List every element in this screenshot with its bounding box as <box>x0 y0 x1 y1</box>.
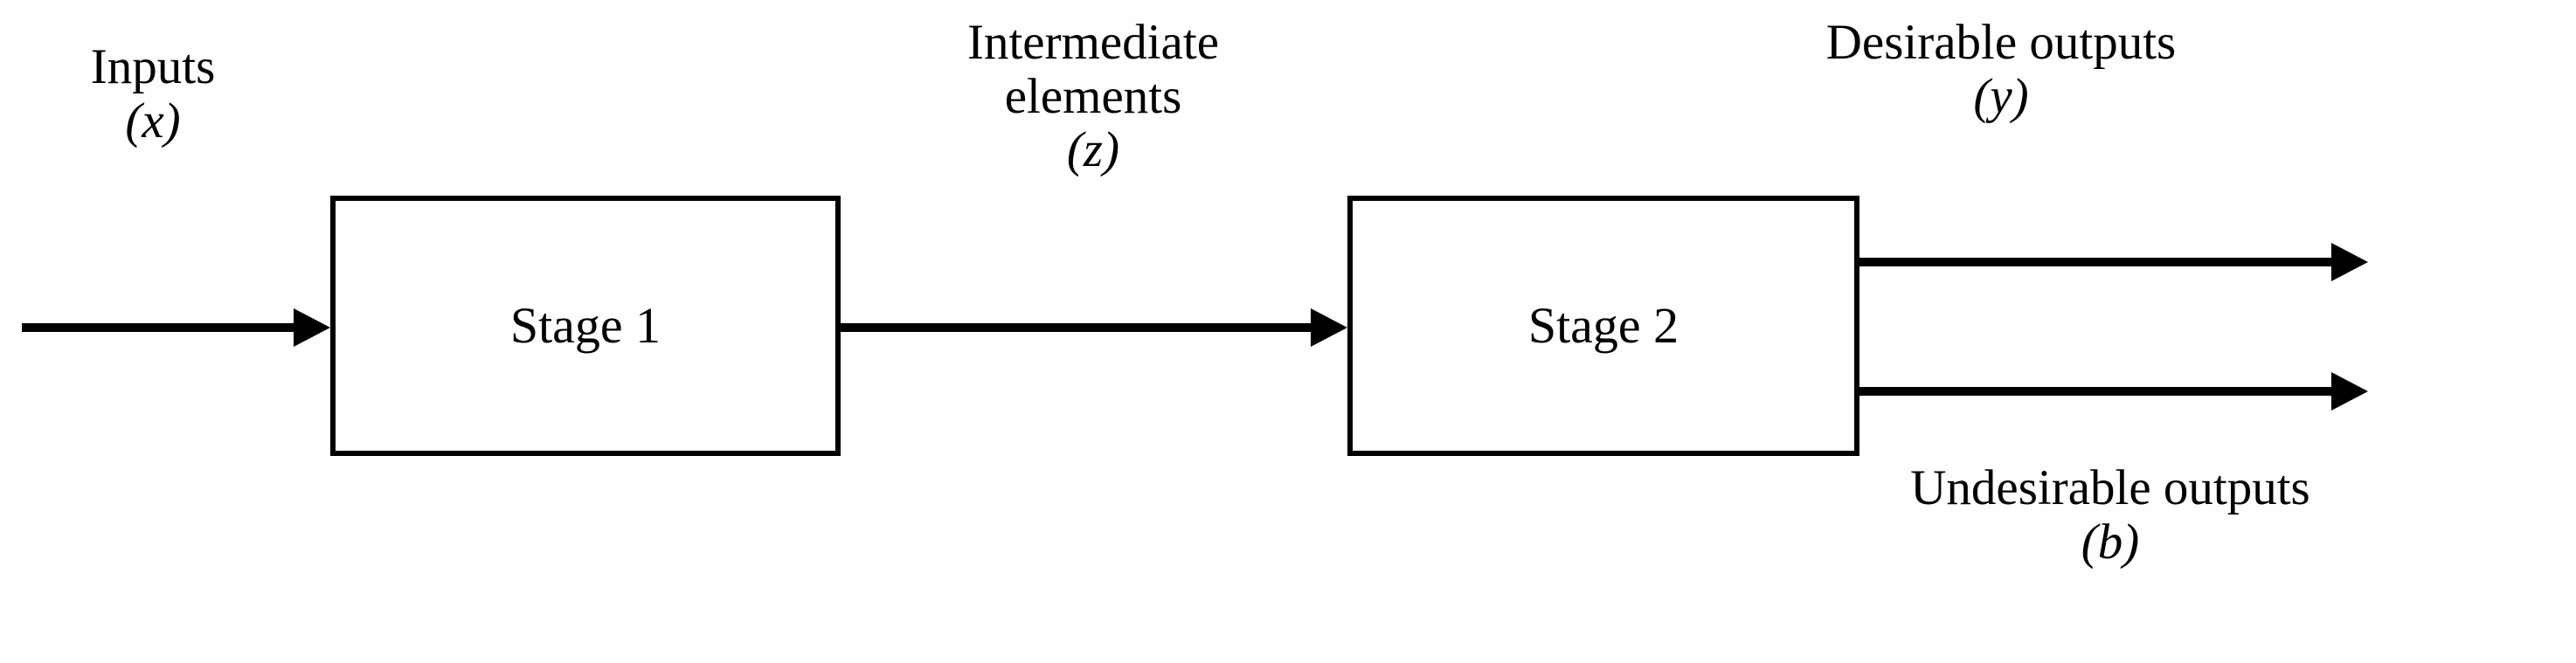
stage-1-box: Stage 1 <box>330 196 841 456</box>
inputs-variable: (x) <box>125 93 181 148</box>
undesirable-output-arrow-shaft <box>1859 387 2335 396</box>
intermediate-elements-label: Intermediate elements (z) <box>875 16 1312 177</box>
stage-1-label: Stage 1 <box>509 297 661 354</box>
intermediate-arrow-shaft <box>841 323 1314 332</box>
intermediate-label-line-1: Intermediate <box>966 15 1219 70</box>
desirable-label-line-1: Desirable outputs <box>1825 15 2177 70</box>
intermediate-variable: (z) <box>1066 122 1120 178</box>
inputs-label: Inputs (x) <box>0 40 306 148</box>
inputs-label-line-1: Inputs <box>90 39 216 94</box>
input-arrow-shaft <box>22 323 297 332</box>
intermediate-label-line-2: elements <box>1004 68 1182 124</box>
desirable-variable: (y) <box>1973 68 2029 124</box>
stage-2-label: Stage 2 <box>1527 297 1679 354</box>
undesirable-outputs-label: Undesirable outputs (b) <box>1879 461 2342 569</box>
undesirable-label-line-1: Undesirable outputs <box>1910 460 2310 515</box>
intermediate-arrow-head <box>1311 308 1347 347</box>
desirable-output-arrow-shaft <box>1859 258 2335 266</box>
desirable-output-arrow-head <box>2331 243 2368 281</box>
input-arrow-head <box>294 308 330 347</box>
undesirable-variable: (b) <box>2081 514 2140 570</box>
stage-2-box: Stage 2 <box>1347 196 1859 456</box>
undesirable-output-arrow-head <box>2331 372 2368 411</box>
desirable-outputs-label: Desirable outputs (y) <box>1783 16 2219 123</box>
